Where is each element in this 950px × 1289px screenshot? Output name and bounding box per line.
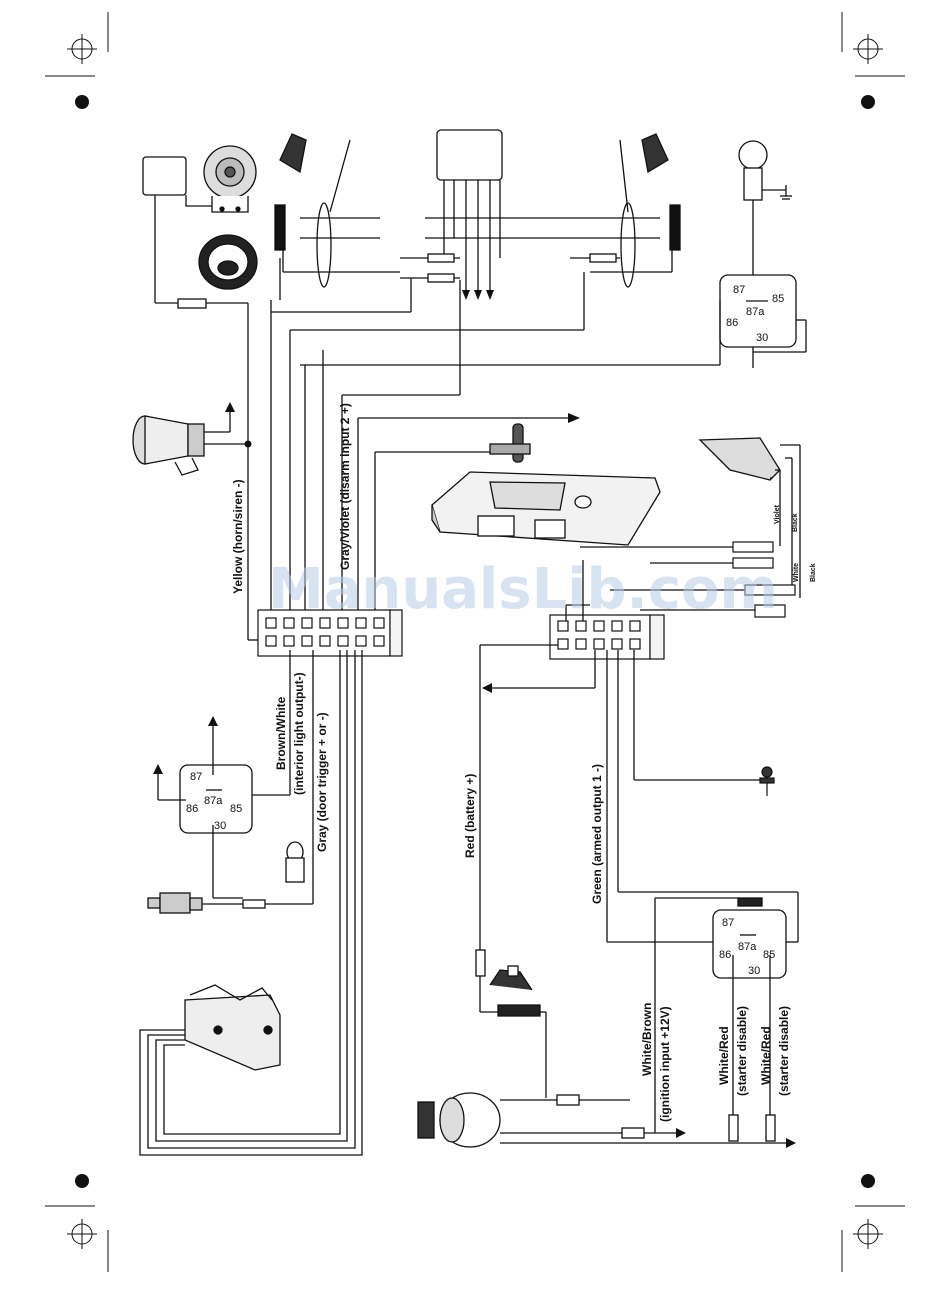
relay-tr-pin-86: 86: [726, 317, 738, 329]
relay-tr-pin-30: 30: [756, 332, 768, 344]
ground-screw-icon: [759, 766, 775, 796]
right-harness-wires: [479, 560, 799, 960]
label-starter-b: (starter disable): [777, 1006, 791, 1096]
horn-icon: [142, 145, 257, 213]
relay-tr-pin-87: 87: [733, 284, 745, 296]
relay-il-pin-86: 86: [186, 803, 198, 815]
relay-il-pin-87: 87: [190, 771, 202, 783]
relay-st-pin-87a: 87a: [738, 941, 757, 953]
label-white-red-a: White/Red: [717, 1026, 731, 1085]
relay-tr-pin-85: 85: [772, 293, 784, 305]
label-gray-violet: Gray/Violet (disarm input 2 +): [338, 403, 352, 570]
siren-arrow: [225, 402, 235, 412]
relay-interior-light: [157, 650, 291, 899]
outer-loop-wires: [139, 650, 363, 1156]
label-yellow: Yellow (horn/siren -): [231, 479, 245, 594]
bulb-icon: [738, 140, 786, 285]
watermark: ManualsLib.com: [268, 557, 778, 622]
relay-tr-pin-87a: 87a: [746, 306, 765, 318]
ignition-switch-icon: [417, 1092, 790, 1148]
label-interior-light: (interior light output-): [292, 672, 306, 795]
down-arrows: [462, 290, 494, 300]
door-switch-left-icon: [274, 133, 351, 288]
relay-starter: [654, 897, 787, 1142]
alarm-module-icon: [431, 471, 661, 546]
relay-st-pin-87: 87: [722, 917, 734, 929]
steering-wheel-icon: [198, 234, 258, 290]
ground-icon: [780, 185, 792, 200]
siren-icon: [132, 406, 248, 476]
relay-st-pin-30: 30: [748, 965, 760, 977]
arrow-start: [786, 1138, 796, 1148]
antenna-wire-violet: Violet: [774, 504, 781, 524]
relay-il-pin-85: 85: [230, 803, 242, 815]
arrow-right: [568, 413, 580, 423]
relay-il-arrow-up-2: [153, 764, 163, 774]
relay-st-pin-85: 85: [763, 949, 775, 961]
antenna-wire-black-2: Black: [810, 563, 817, 582]
relay-st-pin-86: 86: [719, 949, 731, 961]
relay-il-arrow-up: [208, 716, 218, 726]
interior-lamp-icon: [285, 841, 305, 883]
left-connector: [257, 609, 403, 657]
door-switch-right-icon: [619, 133, 681, 288]
central-lock-wiring: [282, 180, 673, 295]
registration-dots: [75, 95, 875, 1188]
label-brown-white: Brown/White: [274, 696, 288, 770]
hood-switch-icon: [184, 984, 281, 1071]
label-white-red-b: White/Red: [759, 1026, 773, 1085]
arrow-ign: [676, 1128, 686, 1138]
label-ignition: (ignition input +12V): [658, 1006, 672, 1122]
right-connector: [549, 614, 665, 660]
label-red: Red (battery +): [463, 774, 477, 858]
left-harness-wires: [154, 195, 585, 641]
right-plugs: [580, 541, 796, 618]
arrow-left: [482, 683, 492, 693]
fuse-holder-icon: [475, 949, 547, 1098]
junction-dot: [244, 440, 252, 448]
antenna-unit-icon: [698, 437, 801, 598]
registration-marks: [45, 12, 905, 1272]
antenna-wire-white: White: [793, 563, 800, 582]
relay-il-pin-30: 30: [214, 820, 226, 832]
antenna-wire-black-1: Black: [792, 513, 799, 532]
label-starter-a: (starter disable): [735, 1006, 749, 1096]
control-module-icon: [436, 129, 503, 181]
sensor-probe-icon: [489, 423, 531, 463]
relay-top-right: [300, 274, 807, 368]
door-pin-switch-icon: [147, 650, 314, 914]
label-green: Green (armed output 1 -): [590, 764, 604, 904]
relay-il-pin-87a: 87a: [204, 795, 223, 807]
label-white-brown: White/Brown: [640, 1003, 654, 1076]
label-gray: Gray (door trigger + or -): [315, 712, 329, 852]
